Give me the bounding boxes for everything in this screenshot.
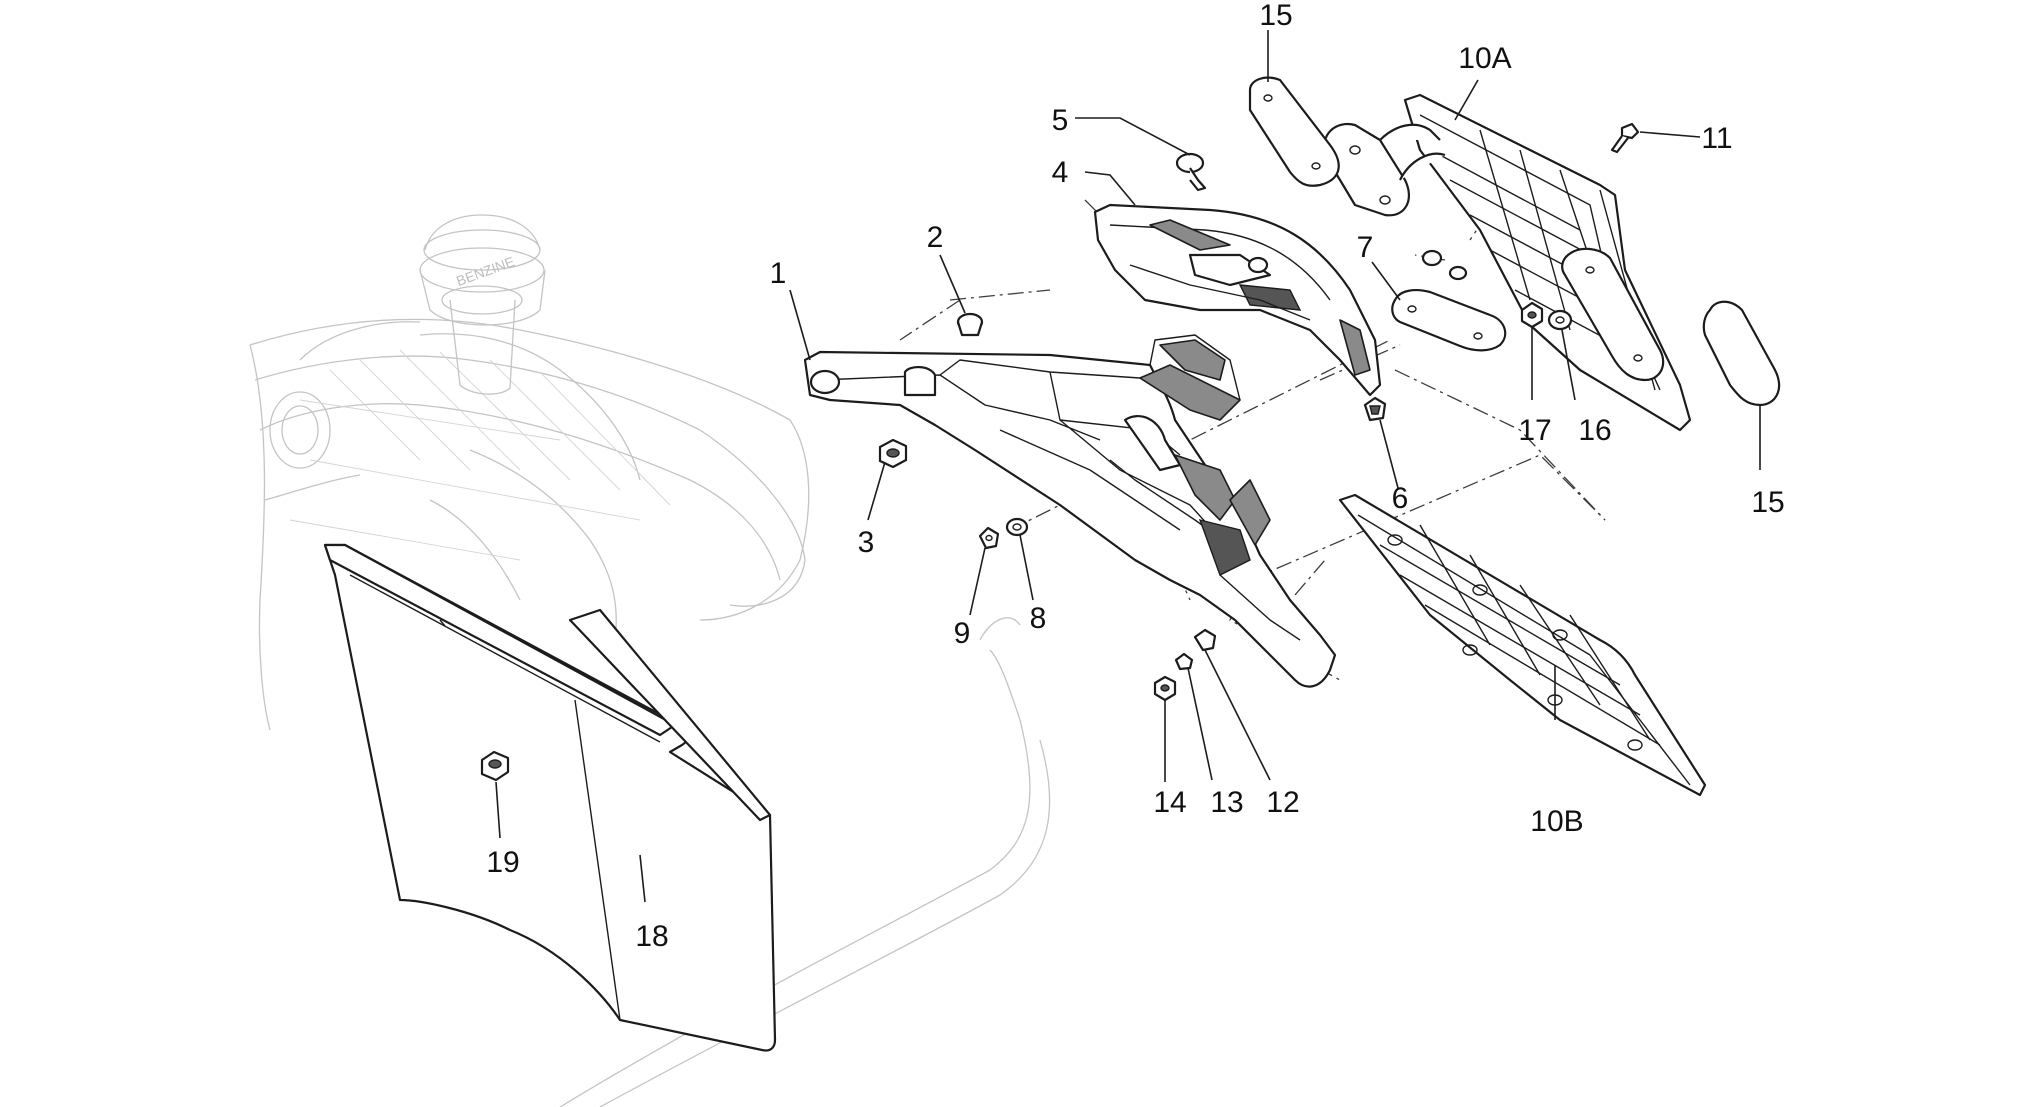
mud-flap-part-18: [323, 543, 777, 1052]
plate-frame-part-10a: [1322, 93, 1692, 432]
screw-part-11: [1610, 122, 1640, 154]
callout-2: 2: [927, 221, 944, 254]
callout-13: 13: [1210, 786, 1243, 819]
callout-11: 11: [1701, 122, 1732, 155]
callout-1: 1: [770, 257, 787, 290]
callout-17: 17: [1518, 414, 1551, 447]
callout-18: 18: [635, 920, 668, 953]
callout-19: 19: [486, 846, 519, 879]
washer-part-13: [1174, 652, 1194, 671]
callout-7: 7: [1357, 231, 1374, 264]
callout-5: 5: [1052, 104, 1069, 137]
callout-12: 12: [1266, 786, 1299, 819]
nut-part-17: [1520, 301, 1544, 329]
plate-frame-part-10b: [1338, 493, 1707, 797]
callout-14: 14: [1153, 786, 1186, 819]
reflector-pad-part-15-top: [1248, 76, 1340, 187]
leader-lines: [495, 30, 1761, 903]
rear-body-ghost: BENZINE: [249, 214, 1051, 1107]
washer-part-9: [978, 526, 1000, 550]
screw-part-5: [1175, 152, 1207, 192]
plate-holder-bracket-part-1: [803, 334, 1337, 688]
reflector-pad-part-15-right: [1702, 300, 1781, 407]
nut-part-14: [1153, 675, 1177, 702]
nut-part-19: [480, 750, 510, 782]
callout-9: 9: [954, 617, 971, 650]
rear-cover-part-4: [1093, 203, 1382, 397]
nut-part-3: [878, 438, 908, 469]
callout-3: 3: [858, 526, 875, 559]
reflector-pad-part-7: [1391, 289, 1507, 352]
screw-part-6: [1363, 396, 1387, 422]
callout-10a: 10A: [1458, 42, 1511, 75]
callout-8: 8: [1030, 602, 1047, 635]
callout-labels: 1 2 3 4 5 6 7 8 9 10A 10B 11 12 13 14 15…: [486, 0, 1784, 953]
washer-part-8: [1005, 517, 1029, 537]
callout-16: 16: [1578, 414, 1611, 447]
callout-10b: 10B: [1530, 805, 1583, 838]
callout-15-right: 15: [1751, 486, 1784, 519]
callout-6: 6: [1392, 482, 1409, 515]
callout-4: 4: [1052, 156, 1069, 189]
washer-part-12: [1193, 628, 1217, 652]
fuel-cap-lettering: BENZINE: [454, 253, 516, 289]
washer-part-16: [1547, 309, 1573, 331]
callout-15-top: 15: [1259, 0, 1292, 32]
rivet-part-2: [956, 312, 984, 337]
